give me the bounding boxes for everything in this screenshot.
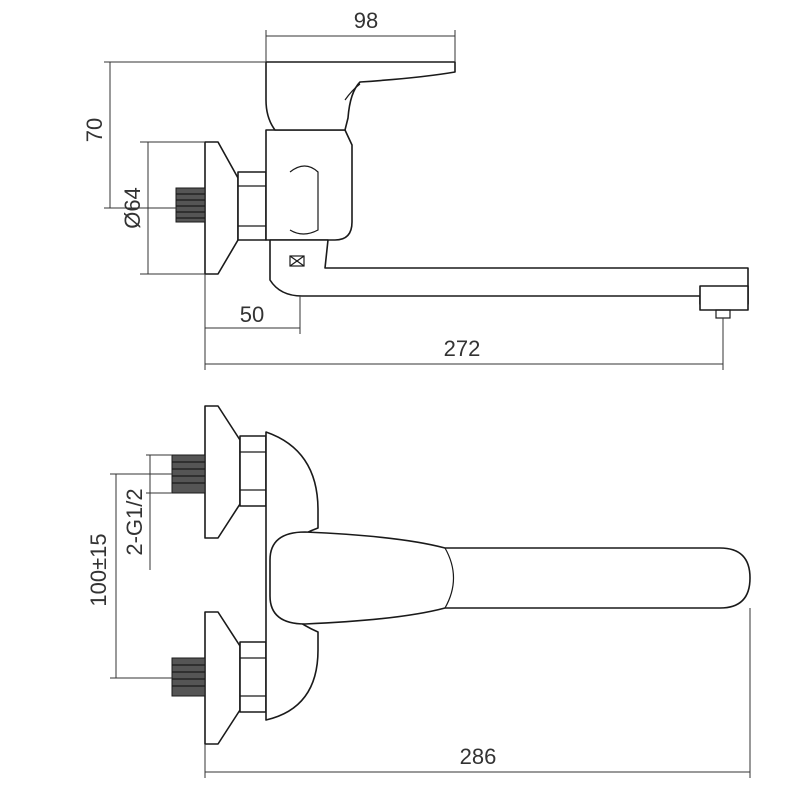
dim-thread-spec: 2-G1/2 [122, 488, 147, 555]
top-inlet-thread-lower [171, 657, 206, 697]
side-hex-nut [237, 171, 267, 241]
dim-inlet-offset: 50 [240, 302, 264, 327]
dimensions: 98 70 Ø64 50 272 100±15 2-G1/2 [82, 8, 751, 778]
top-hex-nut-lower [239, 641, 267, 713]
top-hex-nut-upper [239, 435, 267, 507]
side-aerator [699, 285, 749, 311]
dim-inlet-diameter: Ø64 [120, 187, 145, 229]
side-handle [265, 61, 456, 131]
dim-handle-width: 98 [354, 8, 378, 33]
side-inlet-thread [175, 187, 206, 223]
side-spout [269, 239, 749, 305]
top-escutcheon-lower [204, 611, 241, 745]
side-escutcheon [204, 141, 239, 275]
side-view [175, 61, 749, 319]
top-inlet-thread-upper [171, 454, 206, 494]
top-escutcheon-upper [204, 405, 241, 539]
dim-height-to-handle: 70 [82, 118, 107, 142]
side-body [265, 129, 353, 241]
dim-spout-reach: 272 [444, 336, 481, 361]
top-view [171, 405, 751, 745]
dim-overall-length: 286 [460, 744, 497, 769]
dim-inlet-spacing: 100±15 [86, 533, 111, 606]
top-handle [269, 531, 751, 625]
